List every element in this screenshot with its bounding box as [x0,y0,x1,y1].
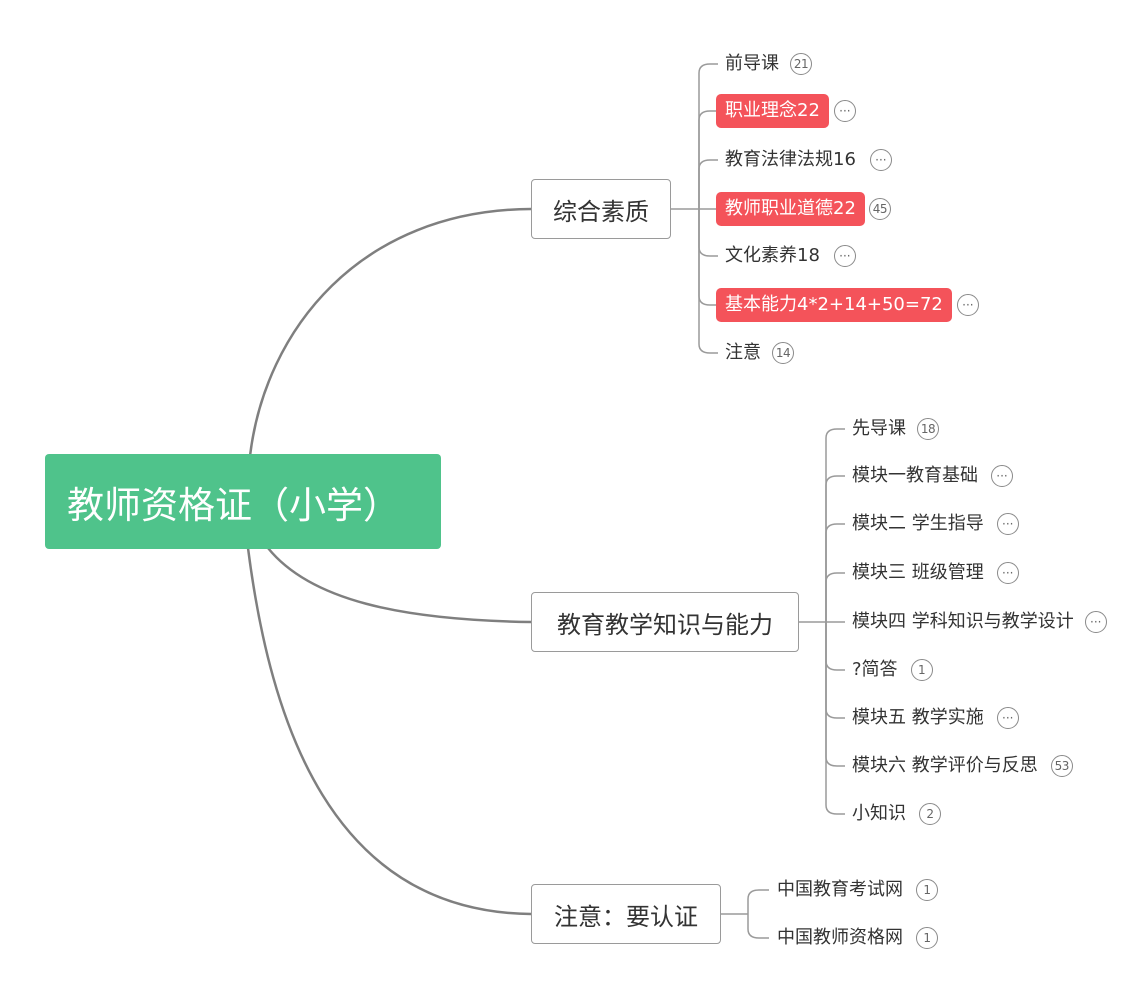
topic-item[interactable]: 模块五 教学实施 ··· [843,701,1019,735]
more-icon[interactable]: ··· [956,294,979,316]
topic-label: 模块五 教学实施 [852,707,984,728]
link-root-branch3 [246,547,532,916]
topic-label: 文化素养18 [725,245,820,266]
topic-item[interactable]: 模块一教育基础 ··· [843,459,1013,493]
branch-education-teaching-knowledge[interactable]: 教育教学知识与能力 [531,592,799,652]
more-icon[interactable]: ··· [833,100,856,122]
topic-label: 模块六 教学评价与反思 [852,755,1038,776]
link-root-branch2 [267,547,532,624]
more-icon[interactable]: ··· [996,513,1019,535]
branch-certification-note[interactable]: 注意：要认证 [531,884,721,944]
topic-label: 教育法律法规16 [725,149,856,170]
count-badge[interactable]: 21 [790,53,812,75]
topic-label: 模块四 学科知识与教学设计 [852,611,1074,632]
topic-item-highlighted[interactable]: 基本能力4*2+14+50=72 ··· [716,288,979,322]
topic-item-highlighted[interactable]: 职业理念22 ··· [716,94,856,128]
count-badge[interactable]: 2 [919,803,941,825]
count-badge[interactable]: 18 [917,418,939,440]
more-icon[interactable]: ··· [996,707,1019,729]
more-icon[interactable]: ··· [1084,611,1107,633]
topic-item-highlighted[interactable]: 教师职业道德22 45 [716,192,891,226]
topic-item[interactable]: 教育法律法规16 ··· [716,143,892,177]
more-icon[interactable]: ··· [833,245,856,267]
topic-label: 先导课 [852,418,906,439]
topic-item[interactable]: 注意 14 [716,336,794,370]
root-topic-label: 教师资格证（小学） [67,483,400,527]
branch-label: 注意：要认证 [554,902,698,931]
topic-item[interactable]: 模块四 学科知识与教学设计 ··· [843,605,1107,639]
topic-item[interactable]: 小知识 2 [843,797,941,831]
count-badge[interactable]: 53 [1050,755,1073,777]
branch-label: 综合素质 [553,197,649,226]
topic-label: 中国教师资格网 [777,927,903,948]
topic-label: 教师职业道德22 [716,192,865,226]
topic-item[interactable]: ?简答 1 [843,653,933,687]
topic-label: 模块三 班级管理 [852,562,984,583]
count-badge[interactable]: 45 [868,198,891,220]
topic-label: 注意 [725,342,761,363]
count-badge[interactable]: 1 [916,927,938,949]
topic-item[interactable]: 模块三 班级管理 ··· [843,556,1019,590]
topic-item[interactable]: 前导课 21 [716,47,812,81]
topic-label: ?简答 [852,659,898,680]
topic-item[interactable]: 先导课 18 [843,412,939,446]
root-topic[interactable]: 教师资格证（小学） [45,454,441,549]
topic-label: 中国教育考试网 [777,879,903,900]
topic-item[interactable]: 模块六 教学评价与反思 53 [843,749,1073,783]
topic-label: 基本能力4*2+14+50=72 [716,288,952,322]
count-badge[interactable]: 1 [910,659,933,681]
count-badge[interactable]: 14 [772,342,794,364]
topic-label: 小知识 [852,803,906,824]
topic-label: 模块二 学生指导 [852,513,984,534]
branch-comprehensive-quality[interactable]: 综合素质 [531,179,671,239]
more-icon[interactable]: ··· [996,562,1019,584]
branch-label: 教育教学知识与能力 [557,610,773,639]
topic-label: 职业理念22 [716,94,829,128]
link-root-branch1 [248,207,532,457]
topic-item[interactable]: 中国教师资格网 1 [768,921,938,955]
more-icon[interactable]: ··· [869,149,892,171]
more-icon[interactable]: ··· [991,465,1013,487]
topic-label: 模块一教育基础 [852,465,978,486]
topic-item[interactable]: 模块二 学生指导 ··· [843,507,1019,541]
topic-label: 前导课 [725,53,779,74]
topic-item[interactable]: 文化素养18 ··· [716,239,856,273]
topic-item[interactable]: 中国教育考试网 1 [768,873,938,907]
count-badge[interactable]: 1 [916,879,938,901]
